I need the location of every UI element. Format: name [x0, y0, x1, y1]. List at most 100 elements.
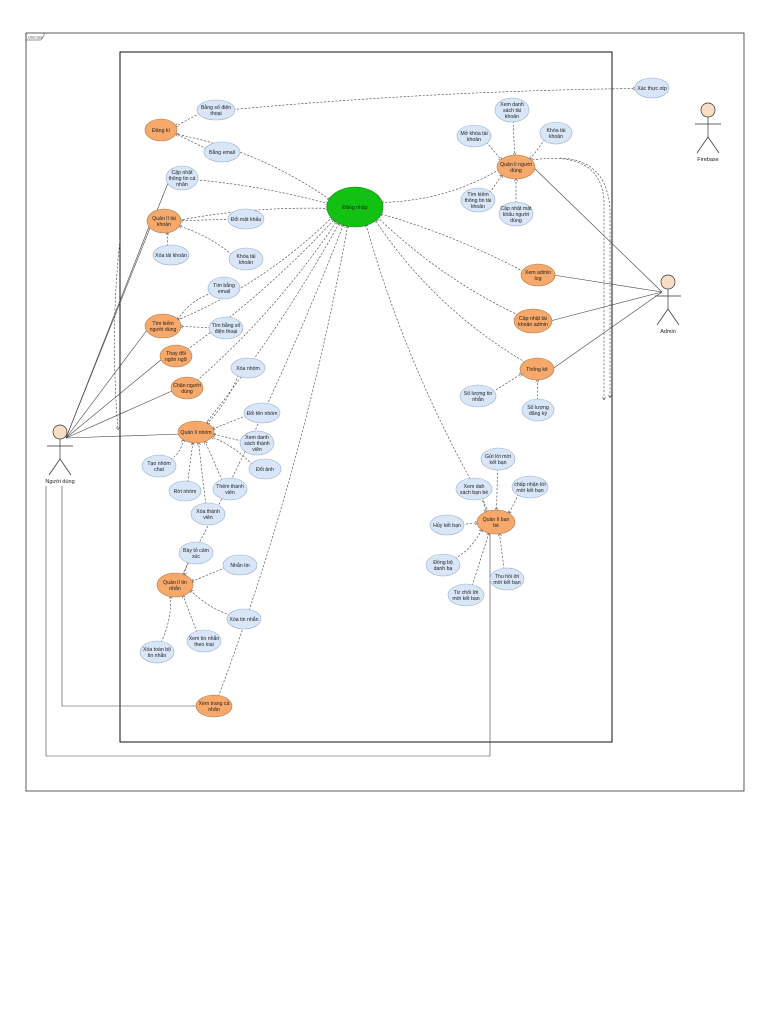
use-case-ellipse — [496, 154, 536, 180]
use-case-xoanhom: Xóa nhóm — [230, 357, 266, 379]
use-case-label: nhắn — [169, 585, 181, 592]
use-case-ellipse — [156, 572, 194, 598]
association-user-qlbanbe — [45, 486, 491, 757]
use-case-label: Thu hồi lời — [495, 574, 519, 580]
use-case-label: Tạo nhóm — [147, 461, 170, 467]
dependency-bangemail-dangki — [175, 134, 207, 150]
use-case-dangki: Đăng kí — [144, 118, 178, 142]
dependency-timkiemtttk-qlnd — [489, 175, 503, 194]
association-admin-qlnd — [532, 166, 663, 293]
actor-left-leg — [696, 136, 709, 154]
use-case-label: Số lượng — [527, 405, 549, 411]
dependency-doianh-qlnhom — [211, 437, 253, 465]
outer-frame — [25, 32, 745, 792]
use-case-nhantin: Nhắn tin — [222, 554, 258, 576]
use-case-xacthucotp: Xác thực otp — [634, 77, 670, 99]
use-case-thongke: Thống kê — [519, 357, 555, 381]
use-case-ellipse — [447, 583, 485, 607]
use-case-label: khoản — [471, 204, 485, 210]
use-case-ellipse — [168, 480, 202, 502]
use-case-ellipse — [521, 398, 555, 422]
use-case-label: viên — [203, 515, 213, 521]
dependency-bangsdt-xacthucotp — [233, 89, 636, 110]
use-case-ellipse — [326, 186, 384, 228]
use-case-label: Quản lí người — [500, 162, 532, 168]
use-case-ellipse — [513, 308, 553, 334]
use-case-label: dùng — [510, 218, 522, 224]
use-case-label: thoại — [210, 111, 221, 117]
use-case-doimk: Đổi mật khẩu — [227, 208, 265, 230]
use-case-ellipse — [476, 509, 516, 535]
use-case-ellipse — [203, 141, 241, 163]
use-case-ellipse — [222, 554, 258, 576]
use-case-label: Cập nhật tài — [519, 316, 547, 322]
use-case-ellipse — [456, 124, 492, 148]
use-case-ellipse — [489, 567, 525, 591]
use-case-label: Bày tỏ cảm — [183, 547, 209, 554]
actor-right-leg — [667, 308, 680, 326]
use-case-label: sách bạn bè — [460, 490, 488, 496]
dependency-right-route-1 — [531, 158, 604, 400]
use-case-roinhom: Rời nhóm — [168, 480, 202, 502]
use-case-label: nhân — [176, 182, 188, 188]
dependency-qltinnhan-dangnhap — [181, 224, 344, 576]
use-case-ellipse — [196, 99, 236, 121]
use-case-ellipse — [519, 357, 555, 381]
actor-left-leg — [656, 308, 669, 326]
use-case-label: Bằng số điện — [201, 104, 231, 111]
use-case-label: mời kết bạn — [493, 580, 520, 586]
use-case-label: Đổi mật khẩu — [231, 216, 262, 223]
use-case-label: danh bạ — [434, 566, 453, 572]
use-case-ellipse — [170, 376, 204, 400]
actor-label: Người dùng — [45, 479, 74, 485]
use-case-label: Bằng email — [209, 149, 235, 156]
actor-user: Người dùng — [45, 424, 75, 485]
use-case-label: kết bạn — [489, 460, 506, 466]
dependency-thongke-dangnhap — [375, 220, 526, 363]
dependency-timemail-timkiemnd — [177, 292, 212, 320]
use-case-label: ngôn ngữ — [165, 357, 188, 363]
association-user-thaydoinn — [65, 357, 164, 439]
use-case-label: Xem dah — [464, 484, 485, 490]
actor-right-leg — [707, 136, 720, 154]
use-case-label: khoản — [505, 114, 519, 120]
dependency-qlnd-dangnhap — [381, 169, 500, 203]
use-case-label: Xem admin — [525, 270, 551, 276]
use-case-bangemail: Bằng email — [203, 141, 241, 163]
actor-head — [52, 424, 68, 440]
dependency-mokhoatk-qlnd — [486, 141, 501, 160]
dependency-xoatoanbo-qltinnhan — [160, 596, 171, 643]
use-case-label: tin nhắn — [148, 652, 167, 659]
use-case-label: Hủy kết bạn — [433, 522, 461, 529]
use-case-ellipse — [195, 694, 233, 718]
use-case-label: chat — [154, 467, 164, 473]
use-case-ellipse — [177, 420, 215, 444]
association-user-timkiemnd — [65, 327, 149, 439]
dependency-chapnhan-qlbanbe — [509, 493, 519, 514]
dependency-xoatv-qlnhom — [199, 442, 207, 505]
use-case-label: Thêm thành — [216, 484, 244, 490]
use-case-ellipse — [178, 541, 214, 565]
actor-head — [700, 102, 716, 118]
dependency-xoatinnhan-qltinnhan — [190, 590, 231, 616]
use-case-ellipse — [498, 201, 534, 227]
use-case-label: Xóa toàn bộ — [143, 647, 171, 653]
use-case-label: Tìm kiếm — [467, 192, 488, 198]
use-case-label: Tìm bằng số — [212, 322, 241, 329]
